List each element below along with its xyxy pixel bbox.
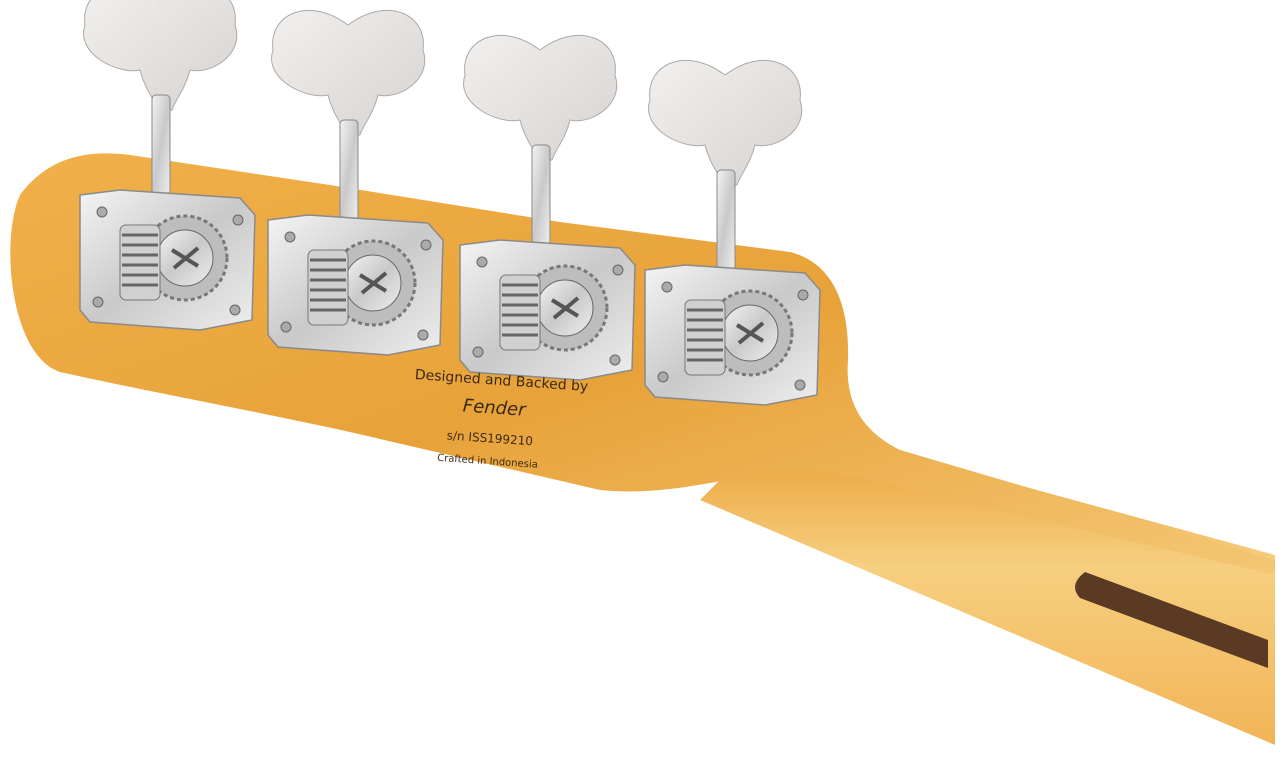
serial-number: s/n ISS199210: [446, 428, 533, 448]
fender-logo: Fender: [462, 395, 528, 420]
tuning-machine-4: [643, 58, 822, 407]
tuning-machine-3: [458, 33, 637, 382]
truss-rod-slot: [1075, 572, 1268, 668]
neck: [700, 420, 1275, 745]
